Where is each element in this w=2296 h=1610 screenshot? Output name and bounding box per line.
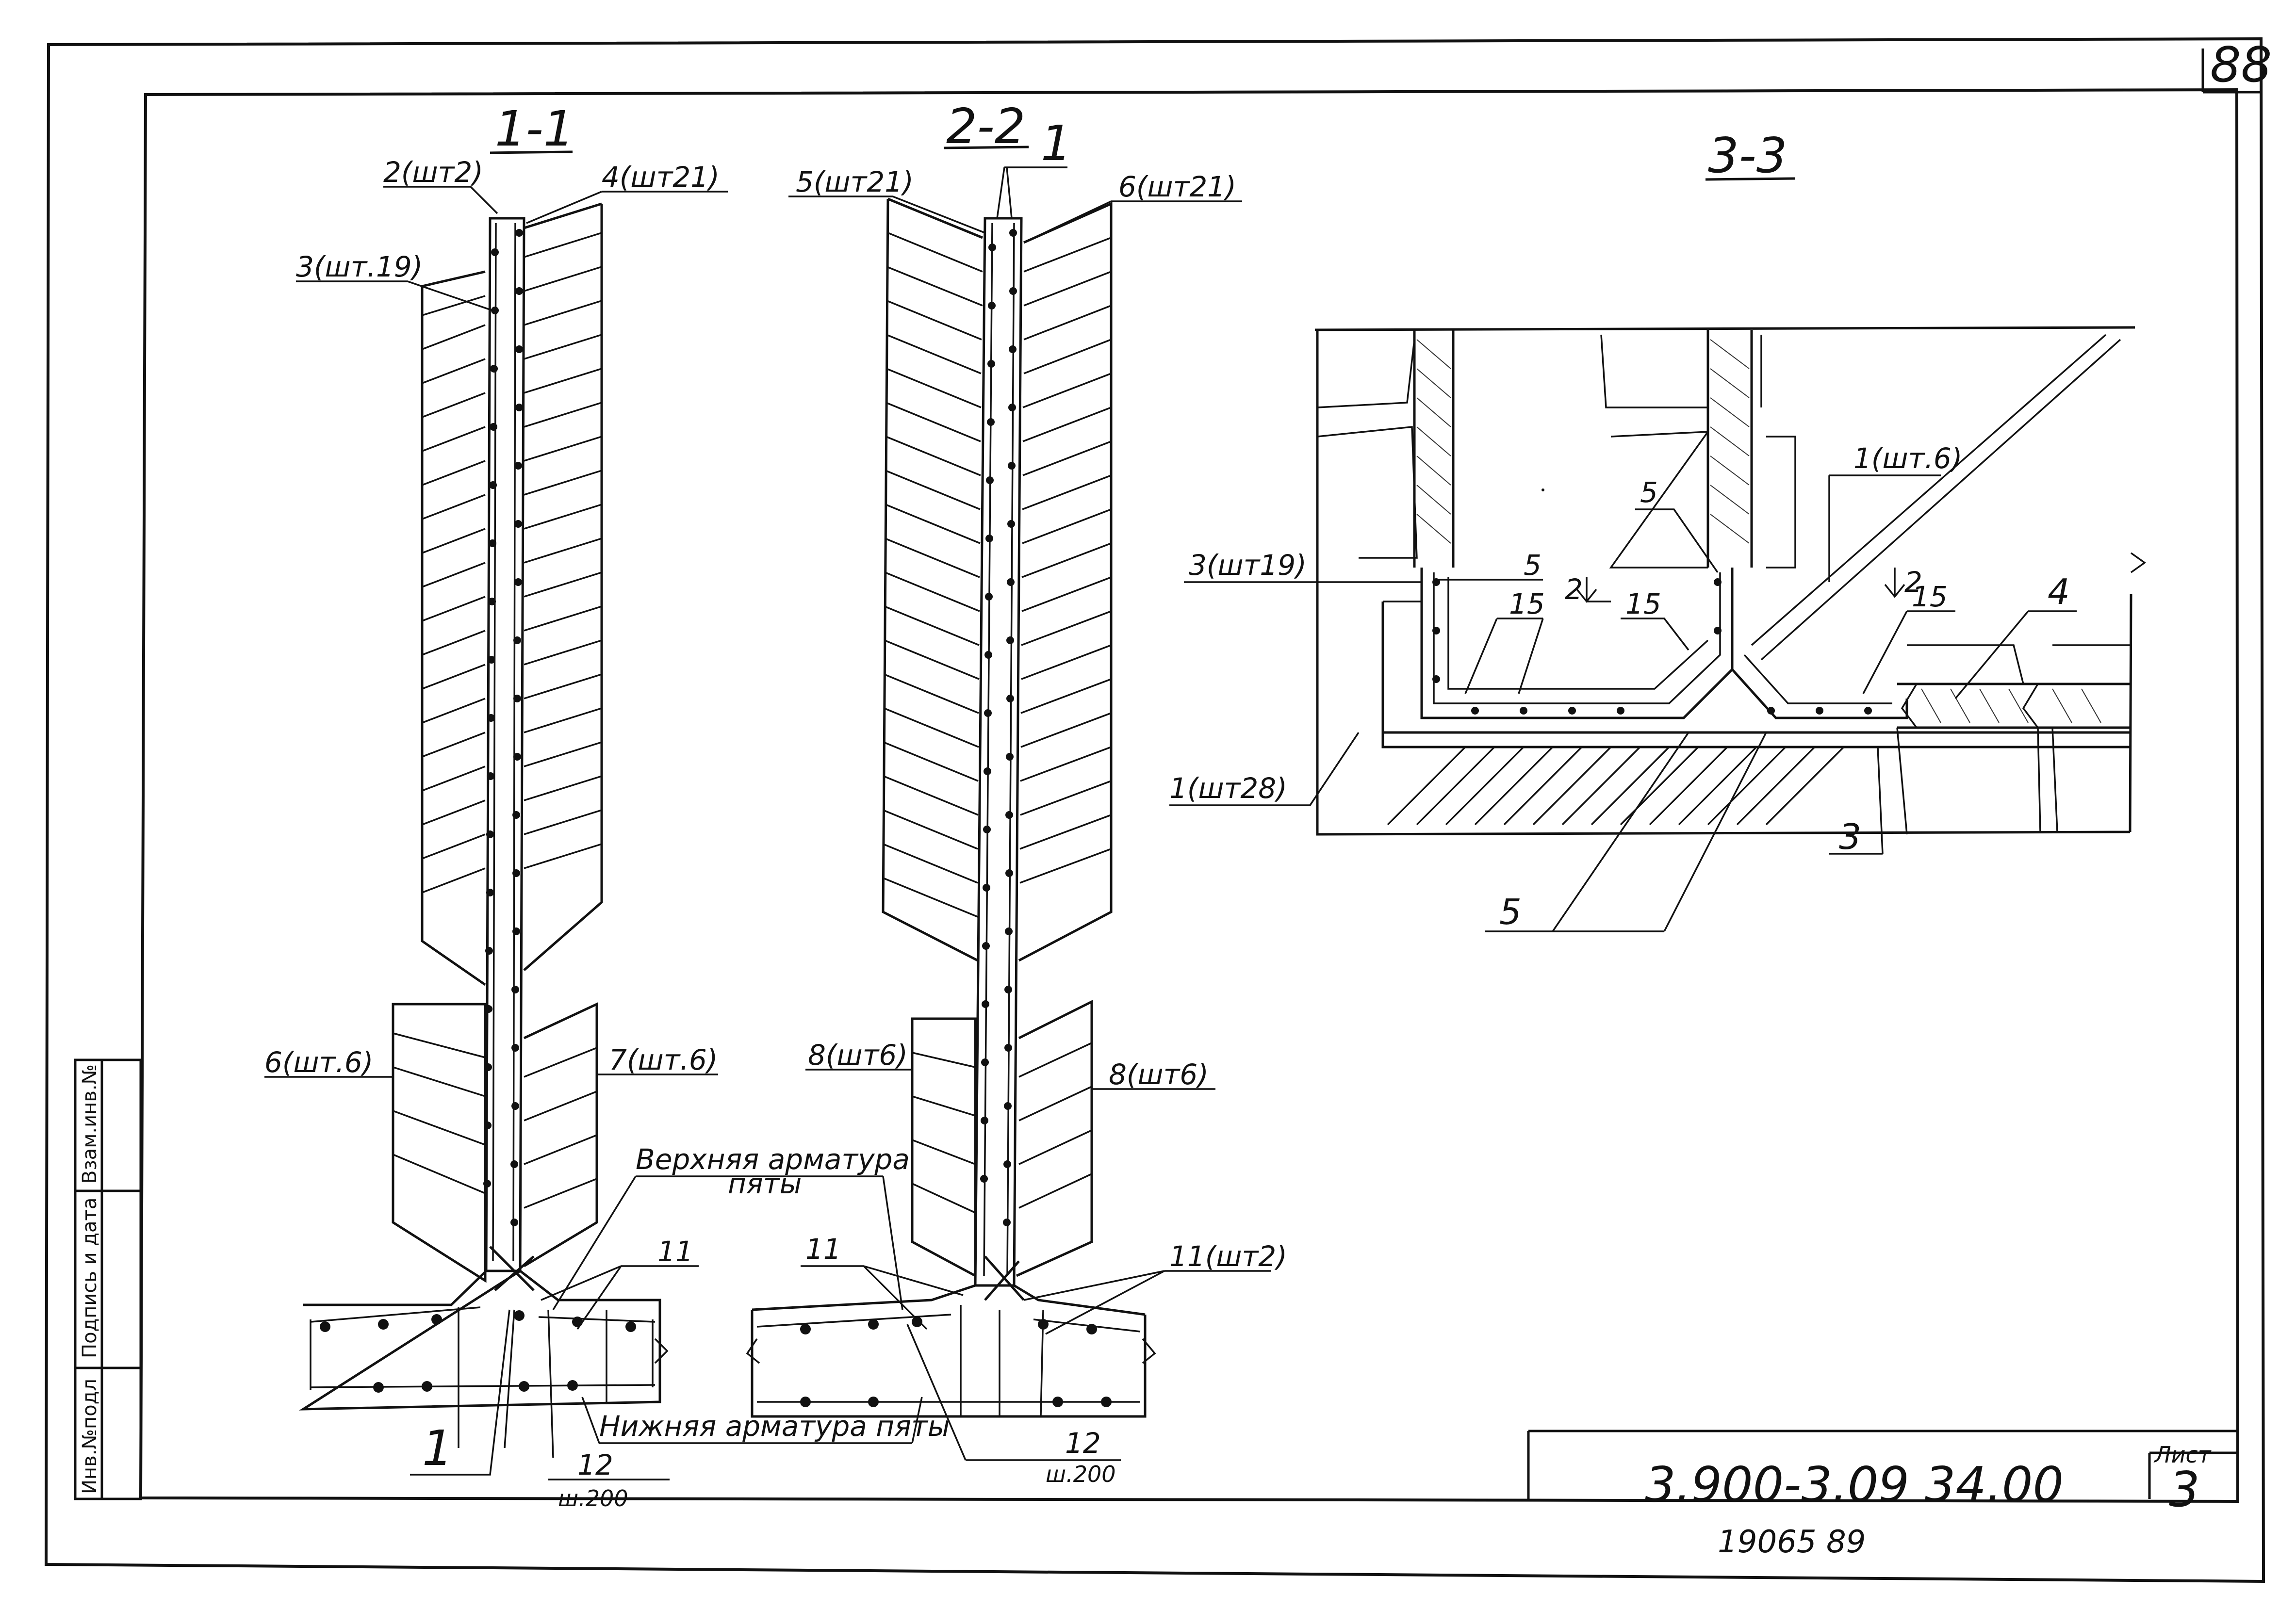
stamp-vzam: Взам.инв.№ bbox=[79, 1064, 101, 1184]
label-1-1-bar1: 1 bbox=[422, 1420, 453, 1477]
footing-bars-1-1 bbox=[320, 1310, 636, 1393]
sheet-label: Лист bbox=[2153, 1442, 2212, 1468]
wall-bars-1-1 bbox=[483, 229, 523, 1226]
label-3-3-bar5a: 5 bbox=[1640, 476, 1658, 509]
label-2-2-bar12: 12 bbox=[1065, 1427, 1101, 1460]
label-1-1-bar6: 6(шт.6) bbox=[264, 1046, 373, 1079]
label-2-2-bar11: 11 bbox=[805, 1233, 841, 1266]
section-3-3-title: 3-3 bbox=[1708, 127, 1787, 184]
label-3-3-bar15a: 15 bbox=[1509, 587, 1545, 620]
label-2-2-bar1: 1 bbox=[1041, 115, 1072, 172]
label-3-3-bar15b: 15 bbox=[1625, 587, 1661, 620]
stamp-sign-date: Подпись и дата bbox=[79, 1198, 101, 1358]
stamp-inv-orig: Инв.№подл bbox=[79, 1379, 101, 1494]
label-1-1-bar12-step: ш.200 bbox=[558, 1485, 628, 1512]
label-2-2-bar5: 5(шт21) bbox=[796, 165, 914, 198]
label-2-2-bar8b: 8(шт6) bbox=[1109, 1058, 1209, 1091]
sheet-frames: 88 bbox=[44, 36, 2272, 1583]
label-3-3-bar5b: 5 bbox=[1524, 549, 1542, 582]
section-2-2-title: 2-2 bbox=[946, 98, 1025, 155]
label-3-3-bar2b: 2 bbox=[1904, 566, 1922, 599]
label-2-2-bar12-step: ш.200 bbox=[1046, 1461, 1116, 1487]
section-1-1-title: 1-1 bbox=[495, 100, 574, 157]
label-1-1-bar4: 4(шт21) bbox=[602, 161, 720, 194]
channel-bars-3-3 bbox=[1432, 578, 1872, 715]
section-3-3: 3-3 bbox=[1169, 127, 2147, 932]
label-1-1-bar3: 3(шт.19) bbox=[296, 250, 423, 283]
wall-hatch-3-3 bbox=[1416, 339, 1750, 544]
label-3-3-bar1-28: 1(шт28) bbox=[1169, 772, 1287, 805]
label-1-1-bar2: 2(шт2) bbox=[383, 156, 483, 189]
label-3-3-bar15c: 15 bbox=[1912, 580, 1948, 613]
sheet-number: 3 bbox=[2169, 1461, 2200, 1518]
footing-bars-2-2 bbox=[800, 1317, 1112, 1407]
label-2-2-bar8a: 8(шт6) bbox=[808, 1039, 908, 1072]
top-sheet-number: 88 bbox=[2210, 36, 2272, 93]
section-1-1: 1-1 2(шт2) bbox=[264, 100, 728, 1512]
wall-bars-2-2 bbox=[980, 229, 1017, 1226]
title-block: 3.900-3.09 34.00 Лист 3 19065 89 bbox=[1527, 1430, 2237, 1560]
label-1-1-bar7: 7(шт.6) bbox=[609, 1043, 718, 1076]
label-3-3-bar1-6: 1(шт.6) bbox=[1853, 442, 1962, 475]
label-3-3-bar5c: 5 bbox=[1499, 892, 1522, 932]
label-3-3-bar3-19: 3(шт19) bbox=[1189, 549, 1307, 582]
label-1-1-bar12: 12 bbox=[577, 1448, 613, 1481]
label-3-3-bar3: 3 bbox=[1839, 816, 1861, 857]
side-stamp: Инв.№подл Подпись и дата Взам.инв.№ bbox=[74, 1058, 142, 1500]
label-1-1-bar11: 11 bbox=[657, 1235, 693, 1268]
label-3-3-bar2a: 2 bbox=[1565, 573, 1583, 606]
label-2-2-bar6: 6(шт21) bbox=[1118, 170, 1236, 203]
label-3-3-bar4: 4 bbox=[2048, 571, 2070, 612]
drawing-code: 3.900-3.09 34.00 bbox=[1645, 1456, 2064, 1513]
reinforcement-notes: Верхняя арматура пяты Нижняя арматура пя… bbox=[552, 1143, 950, 1444]
note-bottom-reinf: Нижняя арматура пяты bbox=[599, 1410, 950, 1443]
section-2-2: 2-2 1 bbox=[746, 98, 1287, 1487]
archive-number: 19065 89 bbox=[1718, 1524, 1866, 1560]
note-top-reinf-line2: пяты bbox=[728, 1167, 802, 1200]
label-2-2-bar11b: 11(шт2) bbox=[1169, 1240, 1287, 1273]
note-top-reinf-line1: Верхняя арматура bbox=[636, 1143, 910, 1176]
